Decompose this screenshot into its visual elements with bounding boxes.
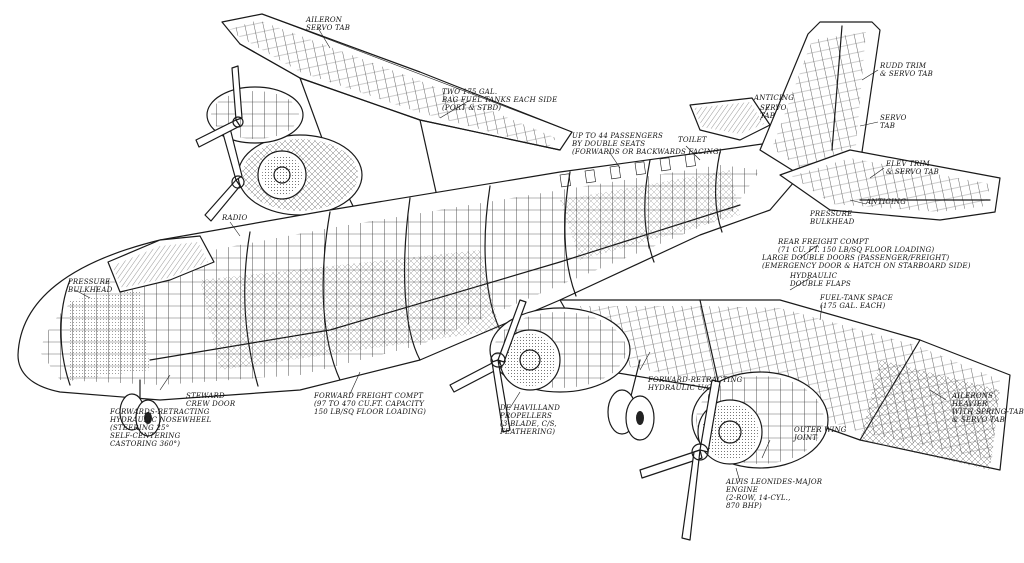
label-servo-tab: SERVO TAB [880,114,907,130]
label-ailerons: AILERONS HEAVIER WITH SPRING-TAB & SERVO… [952,392,1024,424]
label-fuel-tanks: TWO 175 GAL. BAG FUEL TANKS EACH SIDE (P… [442,88,558,112]
label-forward-freight: FORWARD FREIGHT COMPT (97 TO 470 cu.ft. … [314,392,427,416]
interior-structure [70,170,740,380]
label-anticing-tail: ANTICING [866,198,907,206]
starboard-inner-engine [449,299,631,433]
label-steward-door: STEWARD CREW DOOR [186,392,236,408]
label-radio: RADIO [222,214,248,222]
port-engine [195,65,363,222]
label-large-double-doors: LARGE DOUBLE DOORS (PASSENGER/FREIGHT) (… [762,254,971,270]
label-aileron-servo-tab: AILERON SERVO TAB [306,16,351,32]
label-passengers: UP TO 44 PASSENGERS BY DOUBLE SEATS (FOR… [572,132,722,156]
label-rear-freight: REAR FREIGHT COMPT (71 cu. ft. 150 LB/SQ… [778,238,935,254]
leader-lines [74,27,947,483]
label-elevator-trim: ELEV TRIM & SERVO TAB [886,160,939,176]
tailplane [689,97,1001,221]
vertical-fin [759,21,881,176]
label-propellers: DE HAVILLAND PROPELLERS (3-BLADE, C/S, F… [500,404,561,436]
label-fuel-tank-space: FUEL-TANK SPACE (175 GAL. EACH) [820,294,893,310]
label-rudder-trim: RUDD TRIM & SERVO TAB [880,62,933,78]
label-anticing-fin: ANTICING [754,94,795,102]
main-undercarriage [607,359,655,441]
label-toilet: TOILET [678,136,707,144]
label-pressure-bulkhead-fwd: PRESSURE BULKHEAD [68,278,113,294]
label-pressure-bulkhead-rear: PRESSURE BULKHEAD [810,210,855,226]
label-main-undercarriage: FORWARD-RETRACTING HYDRAULIC U/C [648,376,743,392]
nose-wheel [119,379,161,437]
label-nosewheel: FORWARDS-RETRACTING HYDRAULIC NOSEWHEEL … [110,408,212,448]
label-servo-tab-fin: SERVO TAB [760,104,787,120]
label-engine: ALVIS LEONIDES-MAJOR ENGINE (2-ROW, 14-C… [726,478,823,510]
label-hydraulic-flaps: HYDRAULIC DOUBLE FLAPS [790,272,851,288]
label-outer-wing-joint: OUTER WING JOINT [794,426,847,442]
starboard-outer-engine [639,371,829,541]
